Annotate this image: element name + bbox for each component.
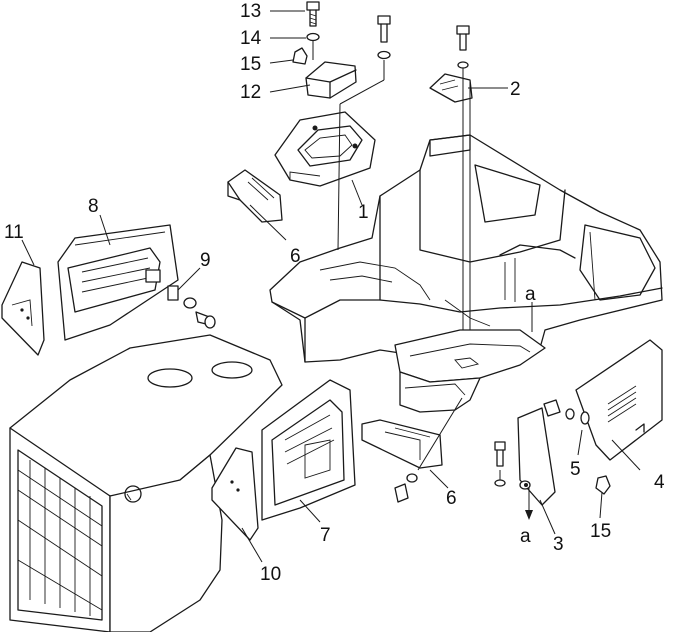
callout-15-lower: 15 bbox=[590, 521, 611, 542]
part-6-bracket-lower bbox=[361, 419, 443, 503]
part-13-bolt bbox=[306, 1, 320, 27]
part-14-washer bbox=[306, 32, 320, 42]
assembly-guide-lines bbox=[312, 40, 533, 520]
callout-9: 9 bbox=[200, 250, 211, 271]
part-1-panel bbox=[274, 111, 376, 187]
callout-leaders bbox=[21, 10, 641, 563]
callout-10: 10 bbox=[260, 564, 281, 585]
part-3-bracket bbox=[494, 407, 556, 506]
callout-6-lower: 6 bbox=[446, 488, 457, 509]
callout-a-lower: a bbox=[520, 526, 531, 547]
callout-12: 12 bbox=[240, 82, 261, 103]
callout-labels: 13 14 15 12 2 1 8 11 9 6 a 4 5 6 7 10 3 … bbox=[4, 1, 665, 585]
callout-11: 11 bbox=[4, 222, 24, 243]
part-2-bracket bbox=[429, 73, 473, 103]
callout-4: 4 bbox=[654, 472, 665, 493]
panel-bolts bbox=[377, 15, 470, 69]
callout-14: 14 bbox=[240, 28, 262, 49]
part-12-box bbox=[305, 61, 357, 99]
part-15-clip-top bbox=[292, 47, 308, 65]
callout-8: 8 bbox=[88, 196, 99, 217]
callout-a-upper: a bbox=[525, 284, 536, 305]
callout-5: 5 bbox=[570, 459, 581, 480]
callout-2: 2 bbox=[510, 79, 521, 100]
part-7-door bbox=[261, 379, 356, 521]
part-11-plate bbox=[1, 261, 45, 356]
callout-1: 1 bbox=[358, 202, 369, 223]
part-6-bracket-upper bbox=[227, 169, 283, 223]
part-4-cover bbox=[575, 339, 663, 461]
callout-13: 13 bbox=[240, 1, 261, 22]
part-10-plate bbox=[211, 447, 259, 541]
callout-3: 3 bbox=[553, 534, 564, 555]
callout-15-top: 15 bbox=[240, 54, 261, 75]
callout-6-upper: 6 bbox=[290, 246, 301, 267]
part-9-hardware bbox=[167, 285, 216, 329]
callout-7: 7 bbox=[320, 525, 331, 546]
engine-hood bbox=[9, 334, 283, 632]
floor-plate bbox=[394, 329, 546, 413]
part-5-bolt bbox=[543, 399, 590, 425]
part-15-clip-lower bbox=[595, 475, 611, 495]
part-8-panel bbox=[57, 224, 179, 341]
